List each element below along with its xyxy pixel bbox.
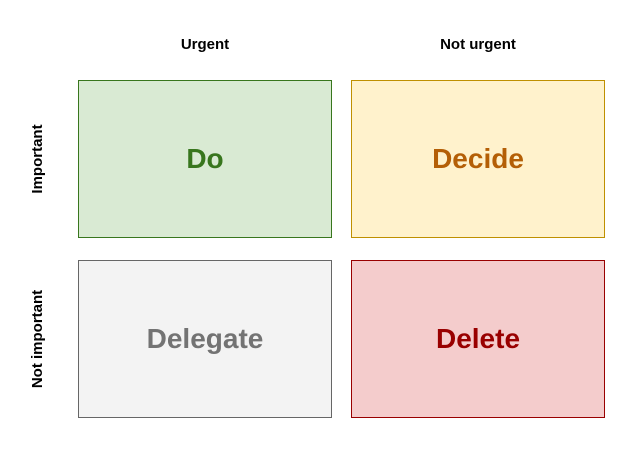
quadrant-do: Do — [78, 80, 332, 238]
column-header-not-urgent: Not urgent — [440, 36, 516, 53]
quadrant-do-label: Do — [186, 143, 224, 174]
row-header-not-important: Not important — [29, 289, 46, 389]
quadrant-delegate-label: Delegate — [146, 323, 264, 354]
quadrant-delete-label: Delete — [435, 323, 521, 354]
quadrant-decide: Decide — [351, 80, 605, 238]
quadrant-delete: Delete — [351, 260, 605, 418]
column-header-urgent: Urgent — [180, 36, 230, 53]
quadrant-delegate: Delegate — [78, 260, 332, 418]
row-header-important: Important — [29, 124, 46, 194]
quadrant-decide-label: Decide — [432, 143, 524, 174]
